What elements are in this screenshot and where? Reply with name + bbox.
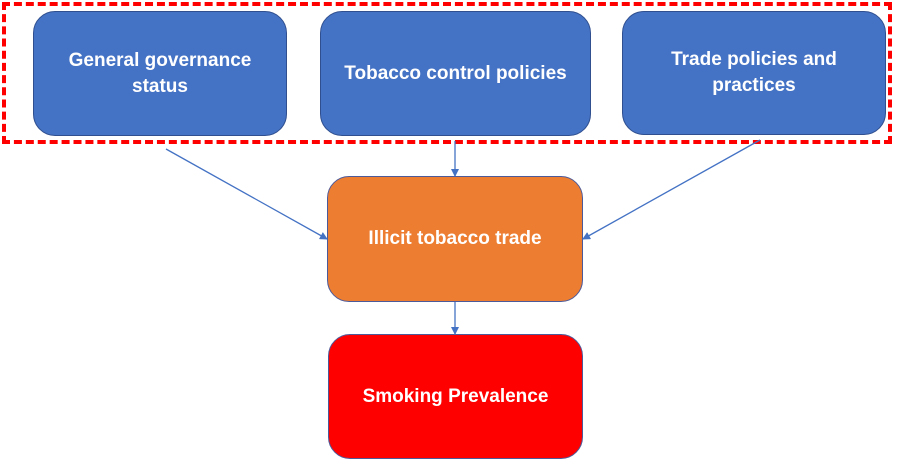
arrow-trade-to-illicit (582, 139, 761, 240)
trade-policies-node: Trade policies and practices (622, 11, 886, 135)
tobacco-control-label: Tobacco control policies (344, 62, 567, 84)
arrow-governance-to-illicit (165, 148, 328, 240)
governance-node: General governance status (33, 11, 287, 136)
policy-factors-group (2, 2, 892, 144)
governance-label: General governance status (68, 49, 252, 97)
illicit-trade-label: Illicit tobacco trade (368, 228, 542, 249)
tobacco-control-node: Tobacco control policies (320, 11, 591, 136)
smoking-prevalence-label: Smoking Prevalence (362, 385, 549, 407)
illicit-trade-node: Illicit tobacco trade (327, 176, 583, 302)
smoking-prevalence-node: Smoking Prevalence (328, 334, 583, 459)
trade-policies-label: Trade policies and practices (671, 49, 837, 96)
